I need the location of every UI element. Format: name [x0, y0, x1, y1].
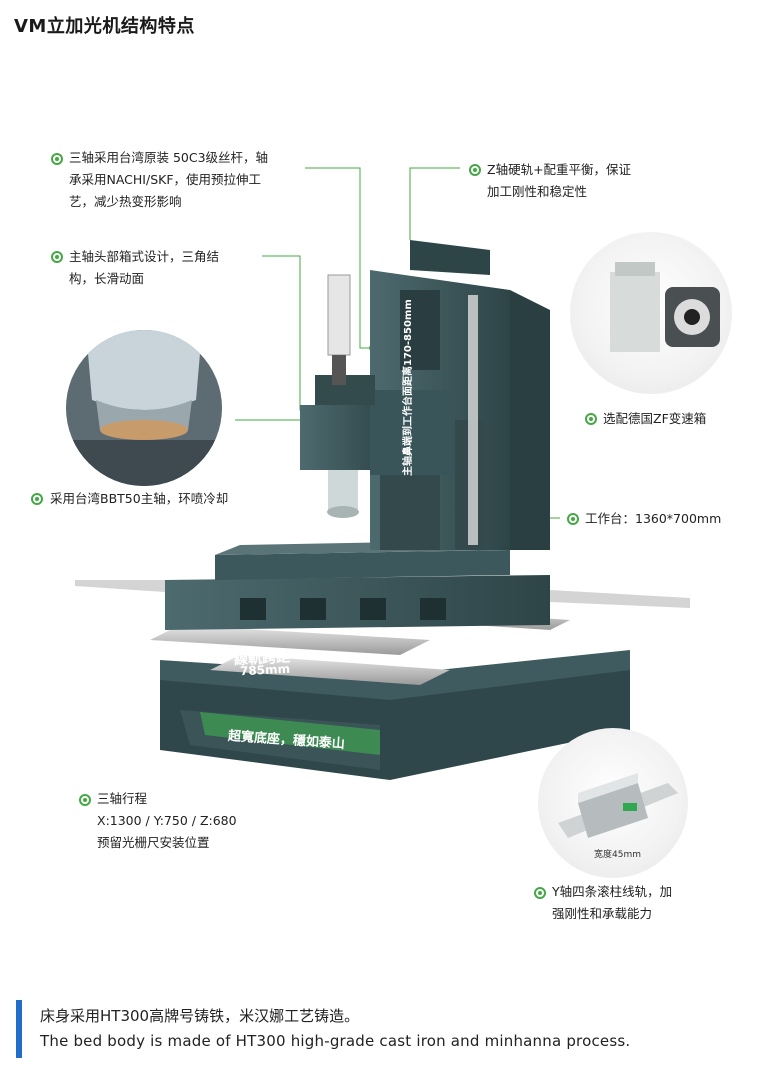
- note-yrail: Y轴四条滚柱线轨，加 强刚性和承载能力: [552, 884, 673, 921]
- linear-rail-closeup: [538, 728, 688, 878]
- footer-accent-bar: [16, 1000, 22, 1058]
- bullet-icon: [567, 513, 579, 525]
- work-table: [215, 550, 510, 580]
- rail-width-label: 宽度45mm: [594, 850, 641, 860]
- footer-english: The bed body is made of HT300 high-grade…: [40, 1032, 631, 1050]
- note-head: 主轴头部箱式设计，三角结 构，长滑动面: [69, 249, 220, 286]
- note-travel: 三轴行程 X:1300 / Y:750 / Z:680 预留光栅尺安装位置: [97, 791, 237, 850]
- bullet-icon: [51, 153, 63, 165]
- machine-illustration: [75, 240, 690, 780]
- note-spindle: 采用台湾BBT50主轴，环喷冷却: [50, 491, 229, 506]
- column-distance-text: 主轴鼻端到工作台面距离170-850mm: [403, 299, 414, 476]
- note-zaxis: Z轴硬轨+配重平衡，保证 加工刚性和稳定性: [487, 162, 632, 199]
- note-screw: 三轴采用台湾原装 50C3级丝杆，轴 承采用NACHI/SKF，使用预拉伸工 艺…: [69, 150, 269, 209]
- gearbox-closeup: [570, 232, 732, 394]
- bullet-icon: [31, 493, 43, 505]
- bullet-icon: [51, 251, 63, 263]
- bullet-icon: [79, 794, 91, 806]
- bullet-icon: [585, 413, 597, 425]
- note-table: 工作台：1360*700mm: [585, 511, 722, 526]
- saddle: [165, 575, 550, 630]
- footer-chinese: 床身采用HT300高牌号铸铁，米汉娜工艺铸造。: [40, 1007, 360, 1025]
- page-title: VM立加光机结构特点: [14, 16, 195, 37]
- spindle-closeup: [66, 330, 222, 486]
- note-gearbox: 选配德国ZF变速箱: [603, 411, 707, 426]
- bullet-icon: [469, 164, 481, 176]
- bullet-icon: [534, 887, 546, 899]
- rail-span-label-2: 785mm: [239, 661, 291, 679]
- y-rail: [150, 625, 430, 655]
